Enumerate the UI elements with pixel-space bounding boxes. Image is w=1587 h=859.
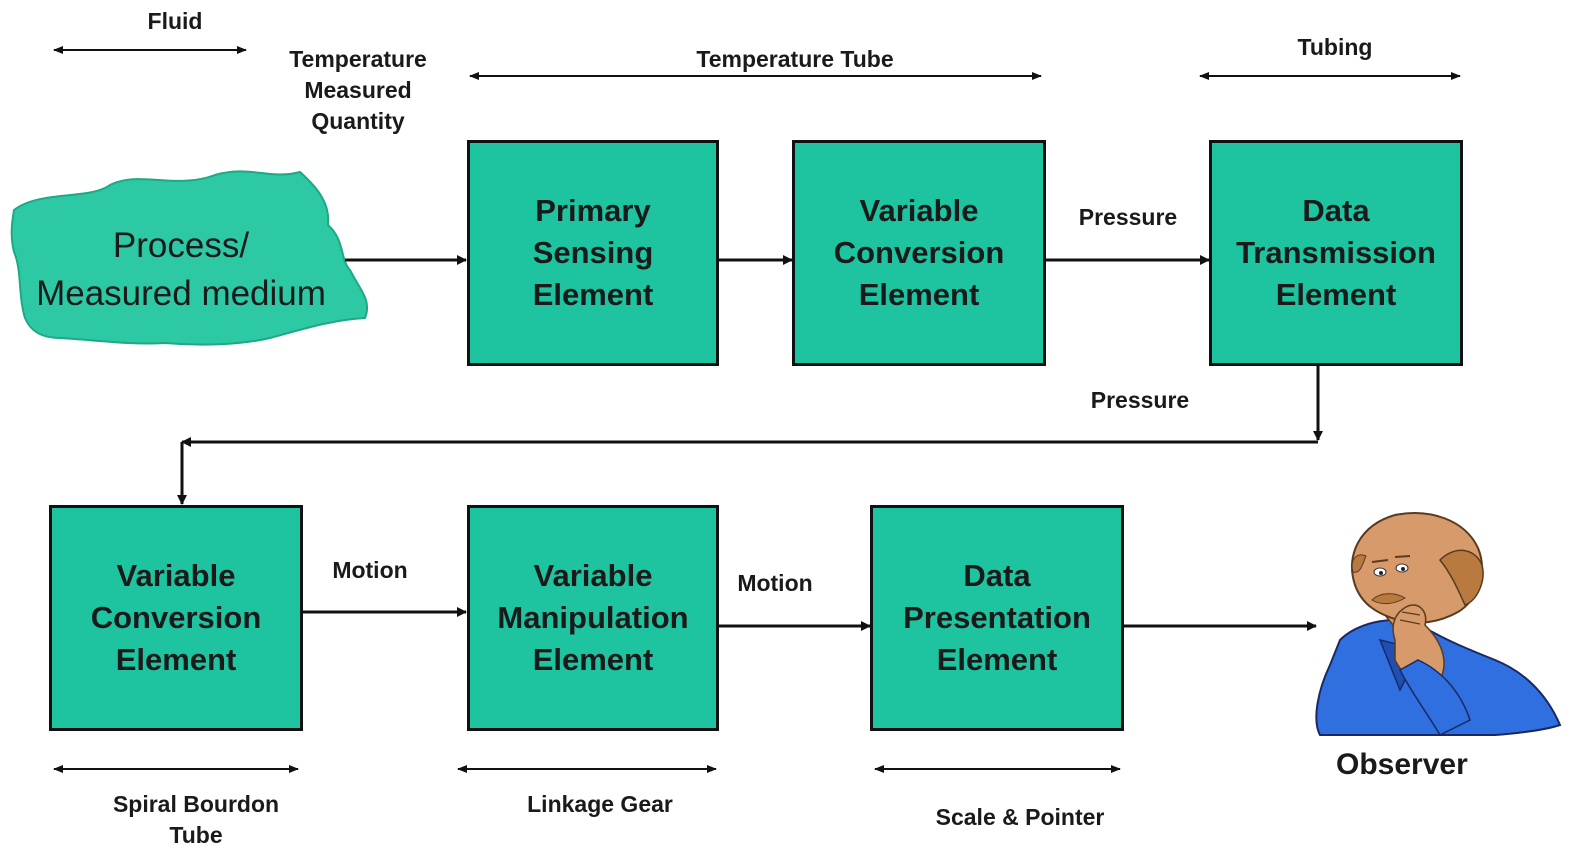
- primary-sensing-element-box: Primary Sensing Element: [467, 140, 719, 366]
- variable-conversion-element-top-box: Variable Conversion Element: [792, 140, 1046, 366]
- data-presentation-element-label: Data Presentation Element: [903, 558, 1091, 677]
- primary-sensing-element-label: Primary Sensing Element: [532, 193, 654, 312]
- measured-quantity-label: Temperature Measured Quantity: [289, 46, 427, 134]
- motion-label-2: Motion: [737, 570, 813, 596]
- linkage-gear-label: Linkage Gear: [527, 791, 673, 817]
- fluid-label: Fluid: [147, 8, 203, 34]
- motion-label-1: Motion: [332, 557, 408, 583]
- process-blob: [10, 170, 369, 346]
- variable-conversion-element-bottom-box: Variable Conversion Element: [49, 505, 303, 731]
- thinking-man-icon: [1315, 512, 1562, 736]
- scale-pointer-label: Scale & Pointer: [935, 804, 1105, 830]
- temperature-tube-label: Temperature Tube: [696, 46, 894, 72]
- data-transmission-element-label: Data Transmission Element: [1236, 193, 1436, 312]
- process-label: Process/ Measured medium: [36, 226, 326, 313]
- data-transmission-element-box: Data Transmission Element: [1209, 140, 1463, 366]
- variable-manipulation-element-label: Variable Manipulation Element: [497, 558, 689, 677]
- observer-label: Observer: [1336, 748, 1468, 781]
- tubing-label: Tubing: [1297, 34, 1373, 60]
- pressure-label-2: Pressure: [1090, 387, 1190, 413]
- pressure-label-1: Pressure: [1078, 204, 1178, 230]
- variable-conversion-element-top-label: Variable Conversion Element: [833, 193, 1005, 312]
- data-presentation-element-box: Data Presentation Element: [870, 505, 1124, 731]
- variable-manipulation-element-box: Variable Manipulation Element: [467, 505, 719, 731]
- spiral-bourdon-tube-label: Spiral Bourdon Tube: [112, 791, 280, 848]
- variable-conversion-element-bottom-label: Variable Conversion Element: [90, 558, 262, 677]
